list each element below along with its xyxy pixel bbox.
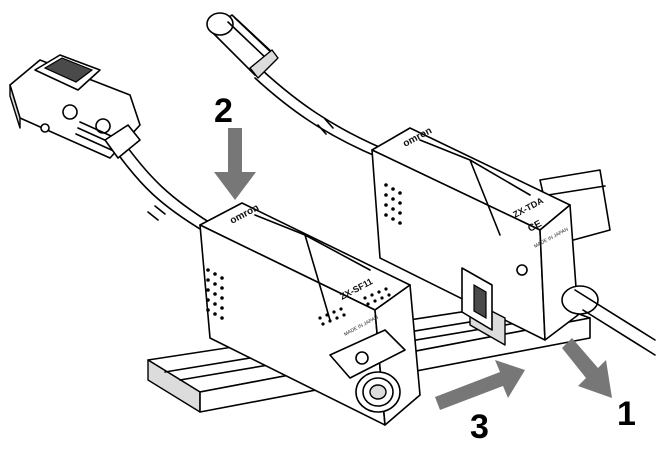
amplifier-unit-right: omron ZX-TDA CE MADE IN JAPAN xyxy=(371,125,656,356)
cable-right xyxy=(254,69,387,159)
vent-holes-left xyxy=(206,268,224,320)
vent-holes-right xyxy=(384,183,402,225)
step-number-2: 2 xyxy=(214,92,233,130)
dsub-connector xyxy=(9,54,141,159)
step-number-1: 1 xyxy=(617,395,636,433)
cable-left xyxy=(114,143,213,233)
circular-connector xyxy=(206,12,279,79)
amplifier-unit-left: omron ZX-SF11 MADE IN JAPAN xyxy=(199,202,421,426)
step-number-3: 3 xyxy=(470,408,489,446)
arrow-step-1 xyxy=(562,338,612,398)
arrow-step-3 xyxy=(435,360,525,410)
connector-socket-left xyxy=(355,371,401,413)
vent-holes-top-left xyxy=(318,287,391,326)
arrow-step-2 xyxy=(214,128,256,200)
